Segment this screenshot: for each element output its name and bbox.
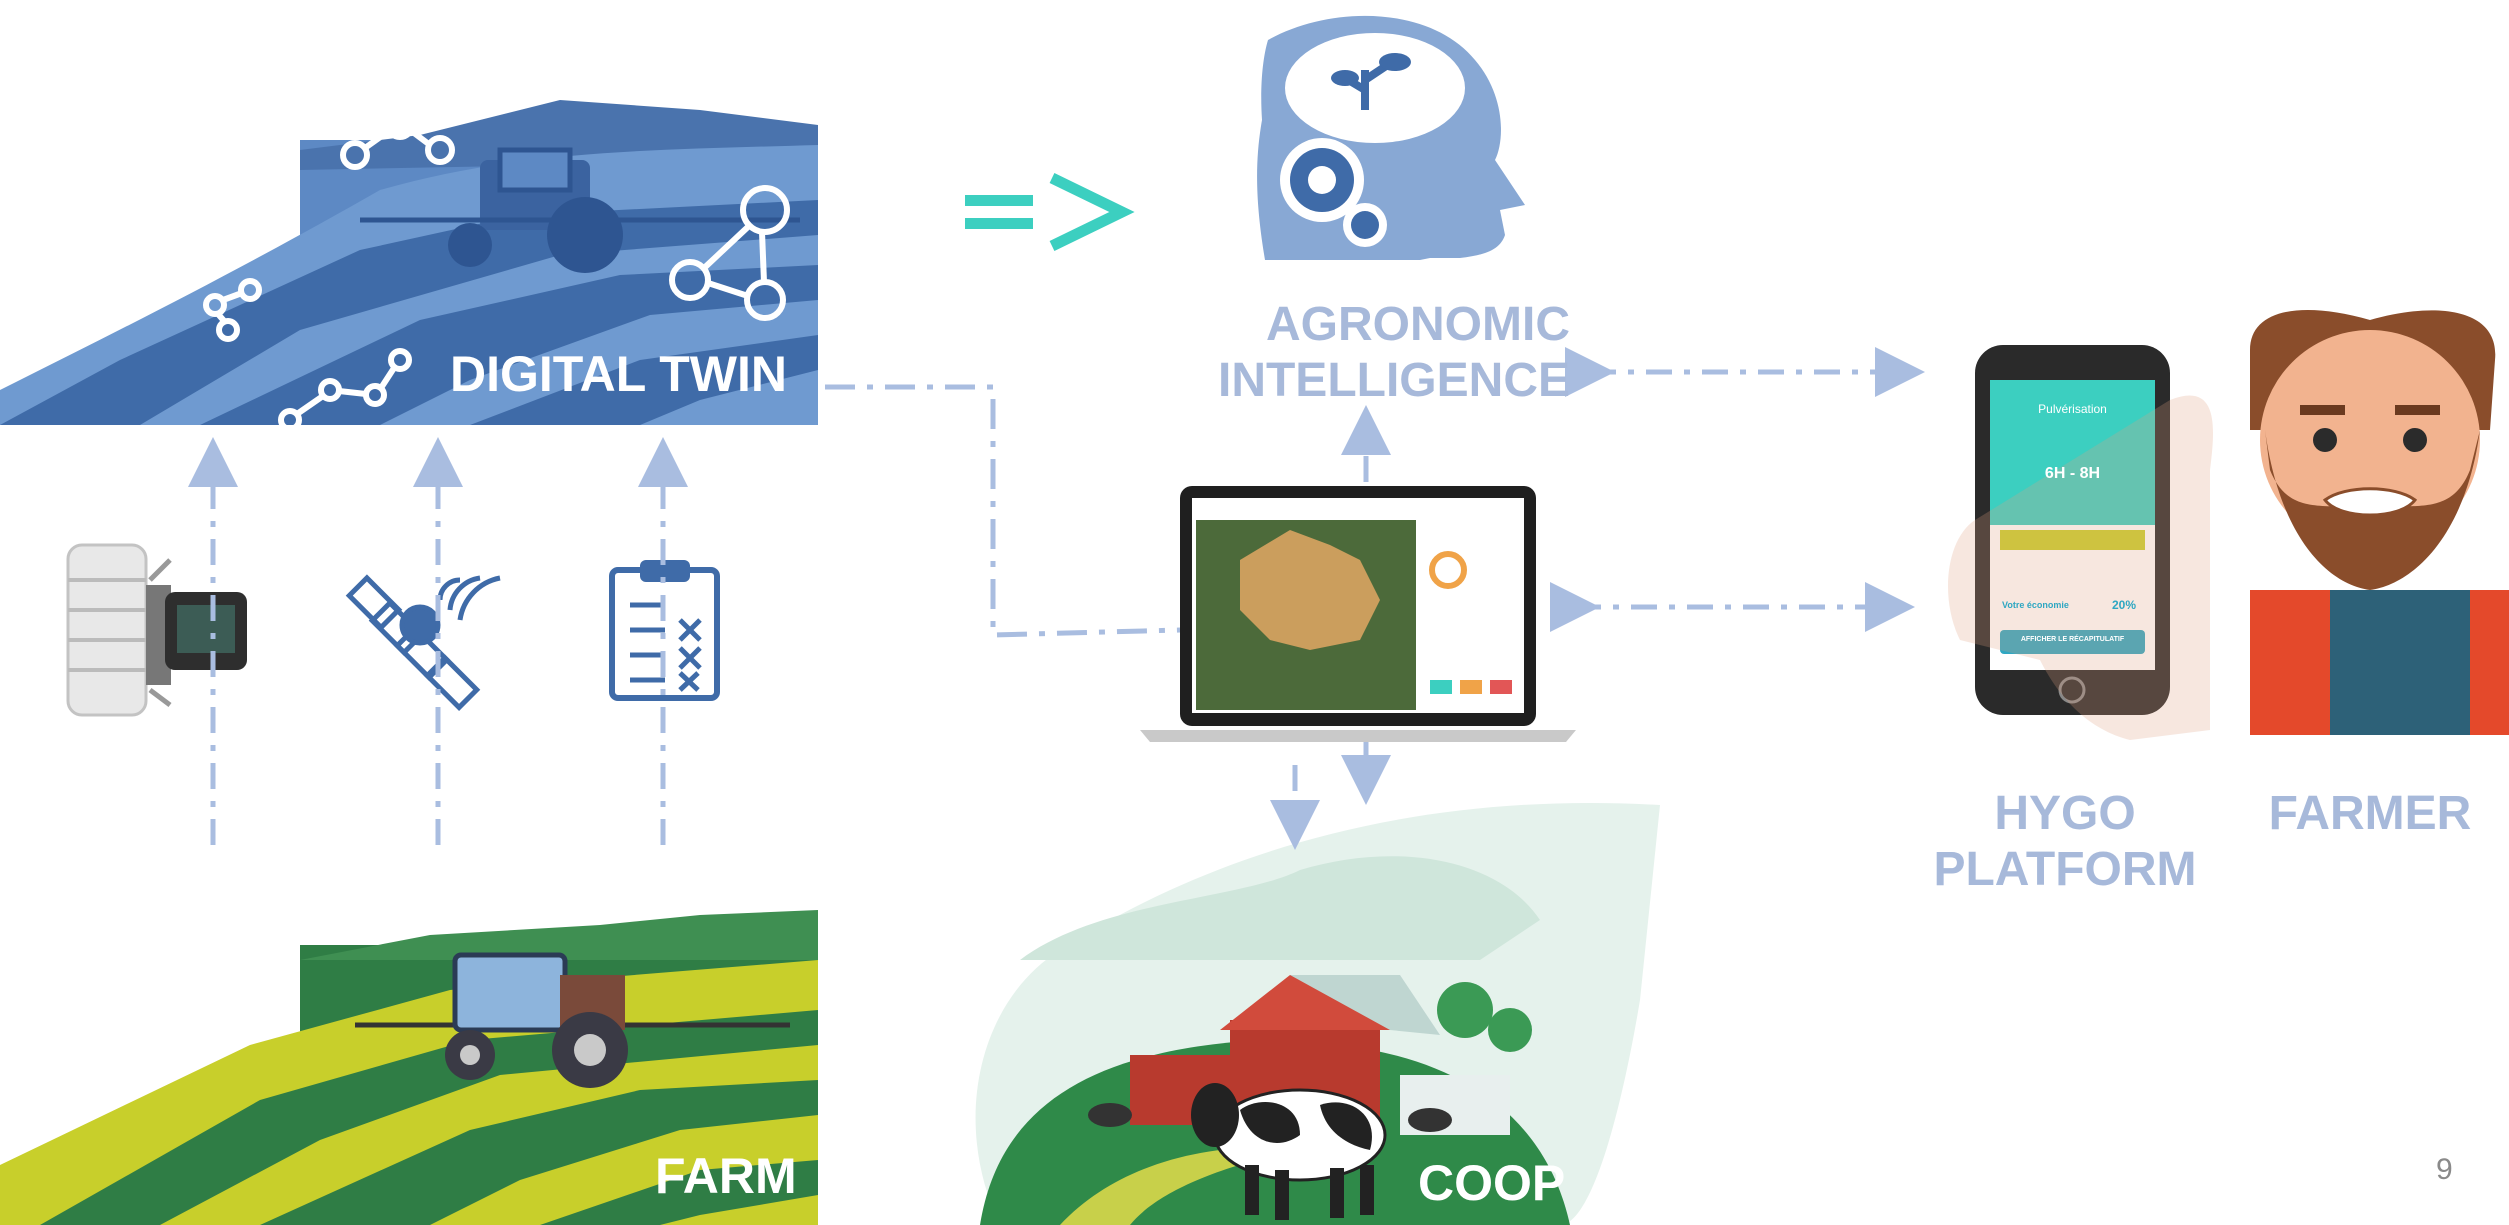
laptop-icon bbox=[1140, 486, 1576, 742]
page-number: 9 bbox=[2436, 1153, 2453, 1186]
agronomic-intelligence-label: AGRONOMIC INTELLIGENCE bbox=[1190, 297, 1570, 409]
hygo-platform-label: HYGO PLATFORM bbox=[1910, 786, 2220, 898]
hygo-line-2: PLATFORM bbox=[1933, 843, 2197, 896]
hygo-line-1: HYGO bbox=[1994, 787, 2136, 840]
farmer-avatar bbox=[2250, 310, 2509, 735]
phone-time-range: 6H - 8H bbox=[1990, 465, 2155, 483]
laptop-connectors bbox=[1270, 347, 1925, 850]
digital-twin-label: DIGITAL TWIN bbox=[450, 346, 787, 402]
farm-label: FARM bbox=[655, 1148, 797, 1204]
brain-head-icon bbox=[1257, 15, 1525, 261]
phone-screen-title: Pulvérisation bbox=[2038, 402, 2107, 416]
phone-savings-value: 20% bbox=[2112, 598, 2137, 612]
cow bbox=[1191, 1083, 1387, 1220]
twin-tractor bbox=[360, 147, 800, 273]
agronomic-line-2: INTELLIGENCE bbox=[1217, 354, 1570, 407]
farm-illustration bbox=[0, 910, 818, 1225]
phone-time-start: 6H bbox=[2044, 465, 2066, 482]
satellite-icon bbox=[345, 574, 501, 711]
smartphone-icon bbox=[1948, 345, 2214, 740]
digital-twin-illustration bbox=[0, 100, 818, 432]
network-nodes-icon bbox=[203, 110, 790, 432]
phone-savings-label: Votre économie bbox=[2002, 600, 2069, 610]
twin-to-laptop-connector bbox=[825, 384, 1181, 638]
weather-station-icon bbox=[66, 543, 247, 717]
agronomic-line-1: AGRONOMIC bbox=[1266, 298, 1570, 351]
phone-time-sep: - bbox=[2069, 465, 2076, 482]
phone-summary-button: AFFICHER LE RÉCAPITULATIF bbox=[2020, 636, 2125, 643]
coop-illustration bbox=[975, 802, 1660, 1225]
farmer-label: FARMER bbox=[2268, 787, 2472, 840]
phone-time-end: 8H bbox=[2079, 465, 2101, 482]
implies-arrow-icon bbox=[965, 173, 1135, 251]
coop-label: COOP bbox=[1418, 1155, 1566, 1211]
farm-tractor bbox=[355, 952, 790, 1088]
sensor-upward-connectors bbox=[188, 437, 688, 845]
